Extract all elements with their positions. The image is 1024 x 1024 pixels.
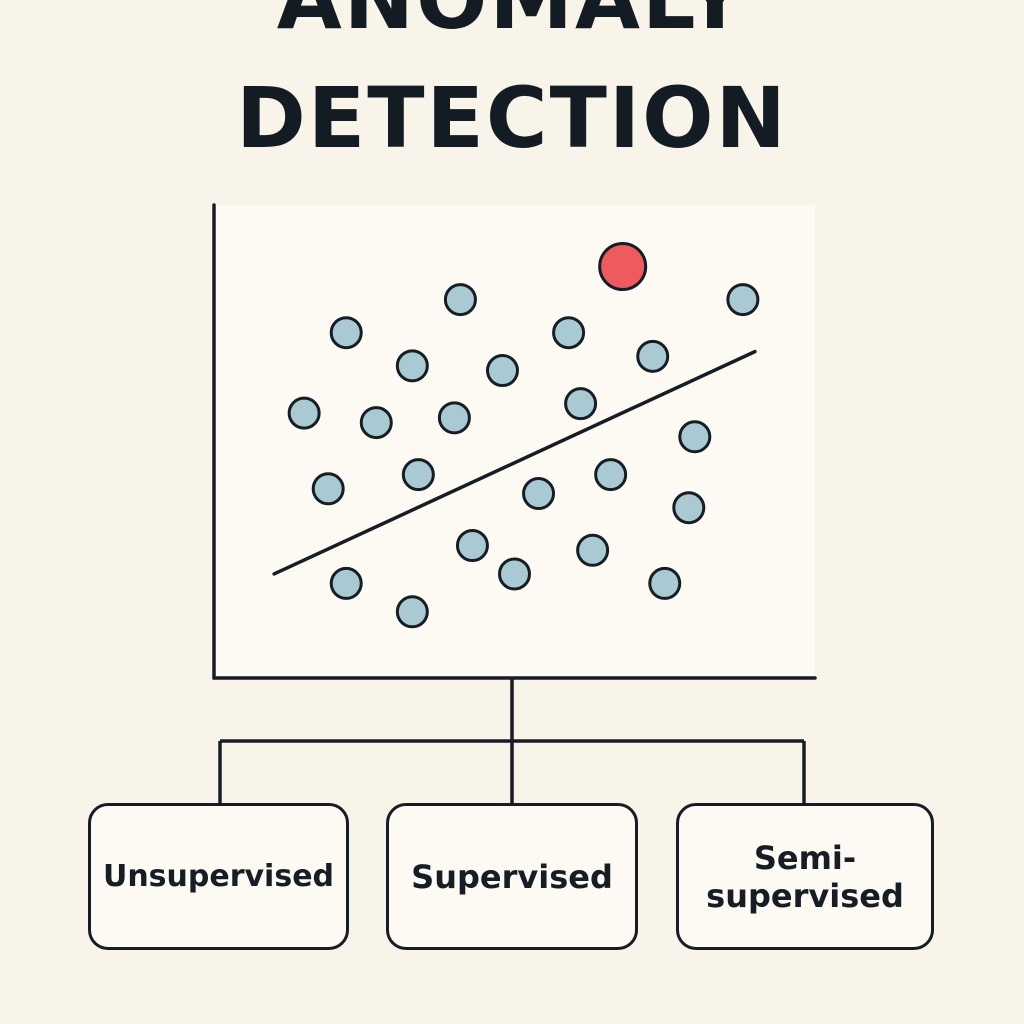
normal-data-point — [636, 339, 670, 373]
plot-area — [214, 205, 815, 678]
title-line-1: ANOMALY — [0, 0, 1024, 44]
supervised-box: Supervised — [386, 803, 638, 950]
normal-data-point — [287, 396, 321, 430]
normal-data-point — [455, 529, 489, 563]
semi-supervised-box: Semi- supervised — [676, 803, 934, 950]
normal-data-point — [329, 566, 363, 600]
normal-data-point — [443, 283, 477, 317]
normal-data-point — [311, 472, 345, 506]
unsupervised-box: Unsupervised — [88, 803, 349, 950]
normal-data-point — [672, 491, 706, 525]
normal-data-point — [522, 477, 556, 511]
normal-data-point — [395, 595, 429, 629]
normal-data-point — [564, 387, 598, 421]
normal-data-point — [576, 533, 610, 567]
normal-data-point — [594, 458, 628, 492]
normal-data-point — [648, 566, 682, 600]
normal-data-point — [329, 316, 363, 350]
scatter-points — [287, 241, 760, 629]
normal-data-point — [552, 316, 586, 350]
title-line-2: DETECTION — [236, 69, 788, 167]
normal-data-point — [726, 283, 760, 317]
normal-data-point — [395, 349, 429, 383]
trend-line — [272, 349, 757, 576]
normal-data-point — [485, 354, 519, 388]
normal-data-point — [498, 557, 531, 591]
anomaly-data-point — [598, 241, 648, 291]
normal-data-point — [401, 458, 435, 492]
normal-data-point — [678, 420, 712, 454]
normal-data-point — [359, 406, 393, 440]
normal-data-point — [437, 401, 471, 435]
